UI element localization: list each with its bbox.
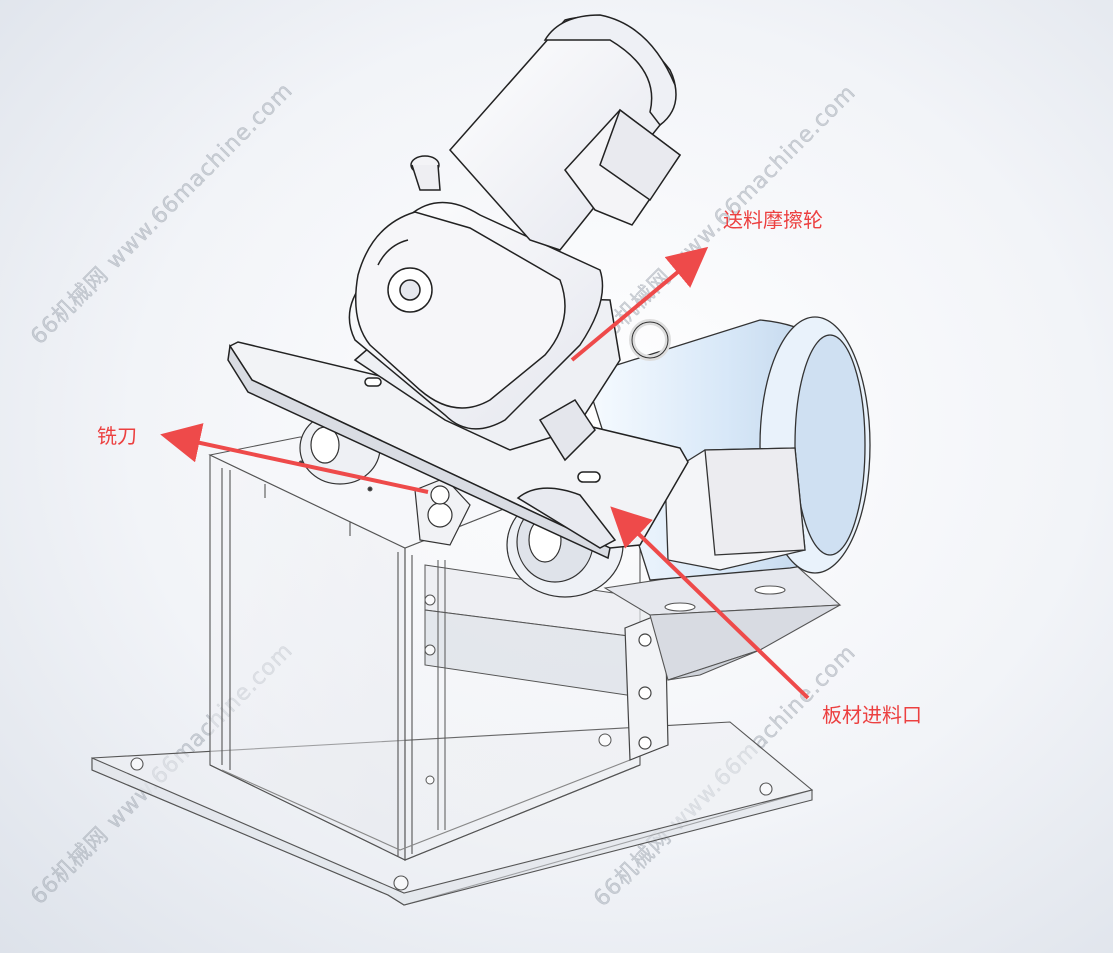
arrow-feed-wheel <box>570 246 709 362</box>
arrow-milling-cutter <box>160 423 429 494</box>
label-milling-cutter: 铣刀 <box>97 424 137 448</box>
side-bracket <box>624 611 669 761</box>
inner-frame <box>424 560 661 830</box>
arrow-sheet-inlet <box>610 506 810 700</box>
label-sheet-inlet: 板材进料口 <box>822 703 922 727</box>
gear-reducer <box>348 155 621 462</box>
top-plate <box>227 341 689 560</box>
label-feed-friction-wheel: 送料摩擦轮 <box>723 208 823 232</box>
feed-motor <box>448 14 682 251</box>
motor-support <box>603 559 842 681</box>
